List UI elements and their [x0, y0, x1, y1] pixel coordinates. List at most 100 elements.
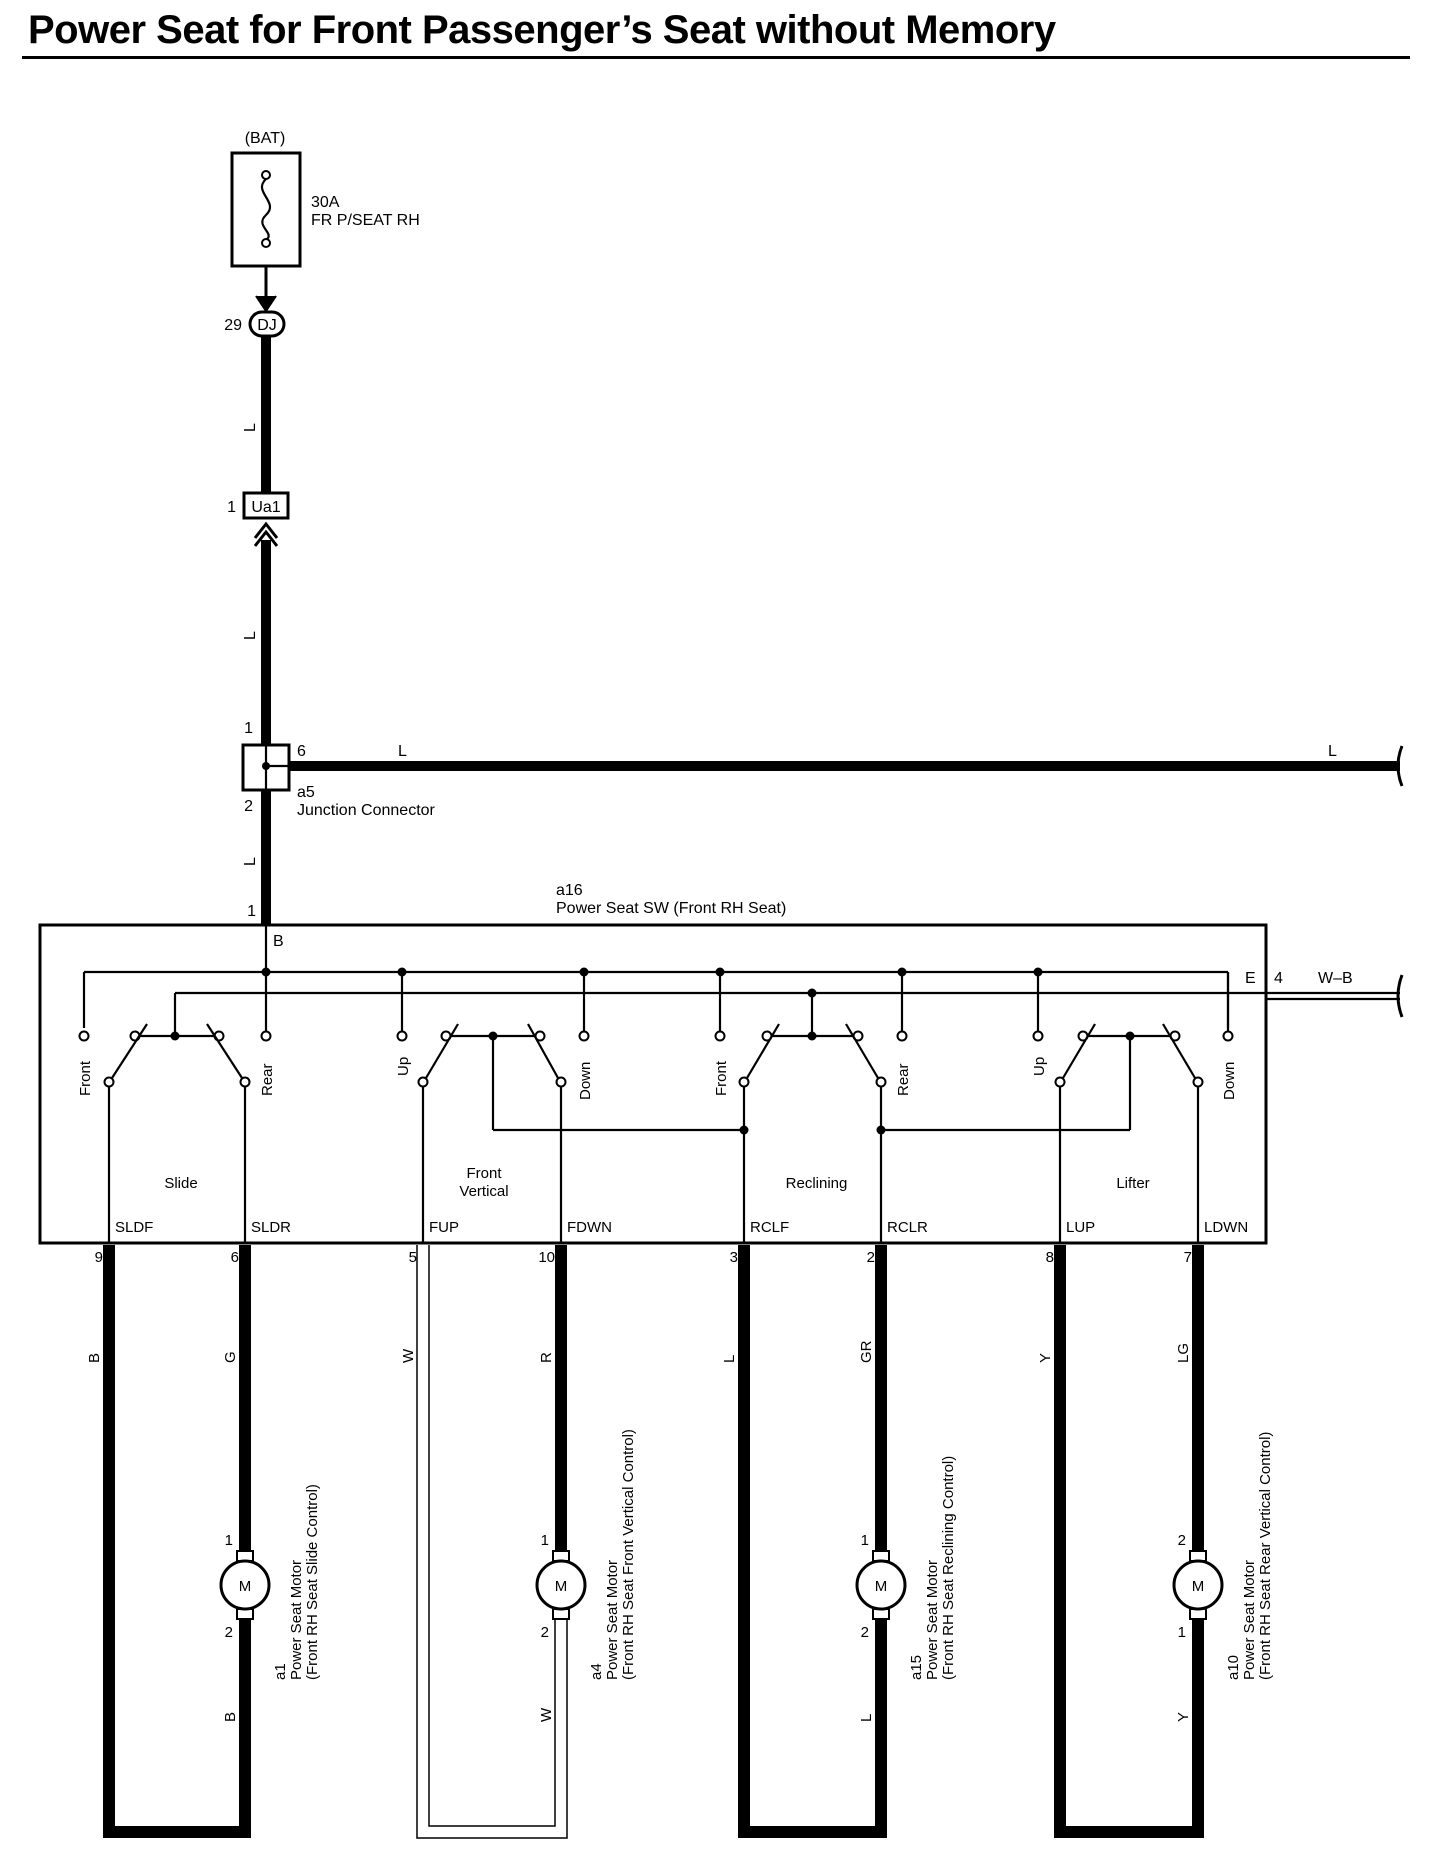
- ua1-id: Ua1: [251, 499, 280, 516]
- terminal-name: FUP: [429, 1219, 459, 1236]
- pin-number: 9: [95, 1249, 103, 1266]
- wire-color-l-2: L: [242, 631, 259, 640]
- section-name: Vertical: [459, 1183, 508, 1200]
- pin-number: 10: [538, 1249, 555, 1266]
- node: [807, 988, 817, 998]
- contact-open: [1222, 1030, 1234, 1042]
- blade-pivot: [875, 1076, 887, 1088]
- motor-id: a15: [908, 1655, 925, 1680]
- junction-node: [262, 762, 270, 770]
- wire-color: L: [858, 1714, 875, 1722]
- wire-color: B: [222, 1712, 239, 1722]
- wire-color: W: [400, 1348, 417, 1363]
- chevron-up-icon: [253, 521, 279, 539]
- ua1-pin: 1: [227, 499, 236, 516]
- wire-color: LG: [1175, 1343, 1192, 1363]
- motor-sub: (Front RH Seat Rear Vertical Control): [1257, 1432, 1274, 1680]
- connector-ua1: 1 Ua1: [227, 491, 290, 547]
- fuse-element: [260, 178, 272, 241]
- section-name: Lifter: [1116, 1175, 1149, 1192]
- junction-pin-top: 1: [244, 720, 253, 737]
- direction-label: Down: [577, 1062, 594, 1100]
- motor-id: a4: [588, 1663, 605, 1680]
- switch-id: a16: [556, 882, 583, 899]
- common-node: [170, 1031, 180, 1041]
- wire-lower: [103, 1245, 251, 1838]
- switch-blade: [527, 1023, 559, 1079]
- contact-open: [714, 1030, 726, 1042]
- terminal-name: FDWN: [567, 1219, 612, 1236]
- wire-white-inner: [428, 1245, 556, 1827]
- chevron-up-icon: [253, 529, 279, 547]
- motor-pin: 2: [1178, 1532, 1186, 1549]
- contact-open: [578, 1030, 590, 1042]
- switch-blade: [1162, 1023, 1196, 1079]
- blade-pivot: [417, 1076, 429, 1088]
- pin-number: 8: [1046, 1249, 1054, 1266]
- wire-color-l-1: L: [242, 423, 259, 432]
- contact-open: [78, 1030, 90, 1042]
- terminal-name: LUP: [1066, 1219, 1095, 1236]
- motor-pin: 1: [1178, 1624, 1186, 1641]
- wire-color: L: [721, 1355, 738, 1363]
- terminal-b: B: [273, 933, 284, 950]
- fuse-name: FR P/SEAT RH: [311, 212, 420, 229]
- switch-blade: [1062, 1023, 1096, 1079]
- terminal-name: SLDR: [251, 1219, 291, 1236]
- motor-pin: 2: [225, 1624, 233, 1641]
- motor-pin: 1: [225, 1532, 233, 1549]
- motor-sub: (Front RH Seat Front Vertical Control): [620, 1429, 637, 1680]
- direction-label: Front: [77, 1060, 94, 1096]
- direction-label: Down: [1221, 1062, 1238, 1100]
- contact-open: [896, 1030, 908, 1042]
- arrow-down-icon: [255, 295, 277, 313]
- switch-box: [38, 923, 1268, 1245]
- direction-label: Up: [395, 1057, 412, 1076]
- motor-symbol: M: [555, 1578, 568, 1595]
- junction-pin-bottom: 2: [244, 798, 253, 815]
- ground-wire-color: W–B: [1318, 970, 1353, 987]
- motor-id: a10: [1225, 1655, 1242, 1680]
- section-name: Reclining: [786, 1175, 848, 1192]
- junction-pin-right: 6: [297, 743, 306, 760]
- switch-blade: [845, 1023, 879, 1079]
- blade-pivot: [239, 1076, 251, 1088]
- wire-color: GR: [858, 1340, 875, 1363]
- wire-color-l-3: L: [242, 857, 259, 866]
- motor-id: a1: [272, 1663, 289, 1680]
- pin-number: 2: [867, 1249, 875, 1266]
- direction-label: Up: [1031, 1057, 1048, 1076]
- section-name: Front: [466, 1165, 502, 1182]
- battery-label: (BAT): [245, 130, 286, 147]
- ground-pin: 4: [1274, 970, 1283, 987]
- wire-color: W: [538, 1707, 555, 1722]
- common-node: [807, 1031, 817, 1041]
- fuse-terminal-top: [261, 170, 271, 180]
- fuse-terminal-bottom: [261, 238, 271, 248]
- motor-symbol: M: [875, 1578, 888, 1595]
- switch-pin-in: 1: [247, 903, 256, 920]
- motor-pin: 2: [541, 1624, 549, 1641]
- wire-color: R: [538, 1352, 555, 1363]
- pin-number: 3: [730, 1249, 738, 1266]
- wire-break-icon: [1396, 974, 1404, 1018]
- motor-icon: [855, 1559, 907, 1611]
- wire-white-outer: [416, 1245, 568, 1839]
- junction-id: a5: [297, 784, 315, 801]
- terminal-name: SLDF: [115, 1219, 153, 1236]
- motor-symbol: M: [1192, 1578, 1205, 1595]
- switch-name: Power Seat SW (Front RH Seat): [556, 900, 786, 917]
- motor-pin: 2: [861, 1624, 869, 1641]
- ua1-box: [242, 491, 290, 520]
- motor-icon: [1172, 1559, 1224, 1611]
- pin-number: 5: [409, 1249, 417, 1266]
- motor-name: Power Seat Motor: [288, 1560, 305, 1680]
